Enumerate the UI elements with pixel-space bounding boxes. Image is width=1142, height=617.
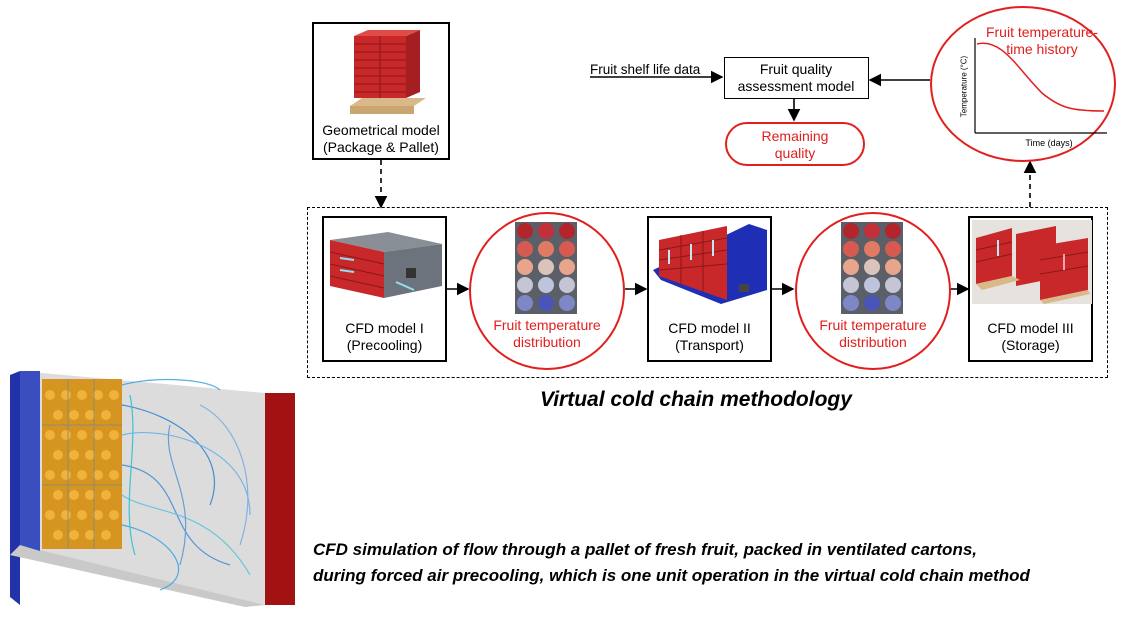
cfd-model-3-box: CFD model III (Storage) bbox=[968, 216, 1093, 362]
distribution-2-label-1: Fruit temperature bbox=[819, 317, 927, 333]
remaining-label-2: quality bbox=[774, 145, 816, 161]
cfd-model-2-box: CFD model II (Transport) bbox=[647, 216, 772, 362]
geometrical-model-label-2: (Package & Pallet) bbox=[323, 139, 439, 155]
temperature-history-circle: Fruit temperature- time history Temperat… bbox=[930, 6, 1116, 162]
cfd-model-1-label-1: CFD model I bbox=[345, 320, 424, 336]
remaining-label-1: Remaining bbox=[761, 128, 829, 144]
history-label-1: Fruit temperature- bbox=[985, 24, 1099, 40]
distribution-2-label-2: distribution bbox=[839, 334, 907, 350]
temperature-distribution-circle-2: Fruit temperature distribution bbox=[795, 212, 951, 370]
methodology-title: Virtual cold chain methodology bbox=[540, 388, 852, 411]
cfd-model-1-box: CFD model I (Precooling) bbox=[322, 216, 447, 362]
assessment-label-2: assessment model bbox=[737, 78, 855, 94]
cfd-simulation-image bbox=[10, 371, 295, 607]
history-curve bbox=[974, 38, 1107, 134]
pallet-image bbox=[350, 30, 426, 114]
distribution-1-label-1: Fruit temperature bbox=[493, 317, 601, 333]
fruit-grid-2 bbox=[841, 222, 903, 314]
geometrical-model-box: Geometrical model (Package & Pallet) bbox=[312, 22, 450, 160]
storage-image bbox=[972, 220, 1092, 304]
fruit-stack bbox=[42, 379, 122, 549]
cfd-model-1-label-2: (Precooling) bbox=[346, 337, 423, 353]
caption-line-2: during forced air precooling, which is o… bbox=[313, 566, 1030, 585]
history-label-2: time history bbox=[1006, 41, 1078, 57]
shelf-life-label: Fruit shelf life data bbox=[590, 62, 701, 77]
transport-image bbox=[653, 224, 767, 304]
history-xlabel: Time (days) bbox=[1025, 138, 1073, 148]
distribution-1-label-2: distribution bbox=[513, 334, 581, 350]
cfd-model-3-label-2: (Storage) bbox=[1001, 337, 1060, 353]
history-ylabel: Temperature (°C) bbox=[959, 55, 969, 118]
streamlines bbox=[121, 378, 251, 591]
geometrical-model-label-1: Geometrical model bbox=[322, 122, 440, 138]
cfd-model-3-label-1: CFD model III bbox=[987, 320, 1074, 336]
cfd-model-2-label-1: CFD model II bbox=[668, 320, 751, 336]
fruit-grid-1 bbox=[515, 222, 577, 314]
precooling-image bbox=[329, 232, 442, 298]
methodology-container bbox=[307, 207, 1108, 378]
assessment-label-1: Fruit quality bbox=[759, 61, 833, 77]
assessment-model-box: Fruit quality assessment model bbox=[724, 57, 869, 99]
temperature-distribution-circle-1: Fruit temperature distribution bbox=[469, 212, 625, 370]
remaining-quality-pill: Remaining quality bbox=[725, 122, 865, 166]
cfd-model-2-label-2: (Transport) bbox=[675, 337, 744, 353]
caption-line-1: CFD simulation of flow through a pallet … bbox=[313, 540, 978, 559]
